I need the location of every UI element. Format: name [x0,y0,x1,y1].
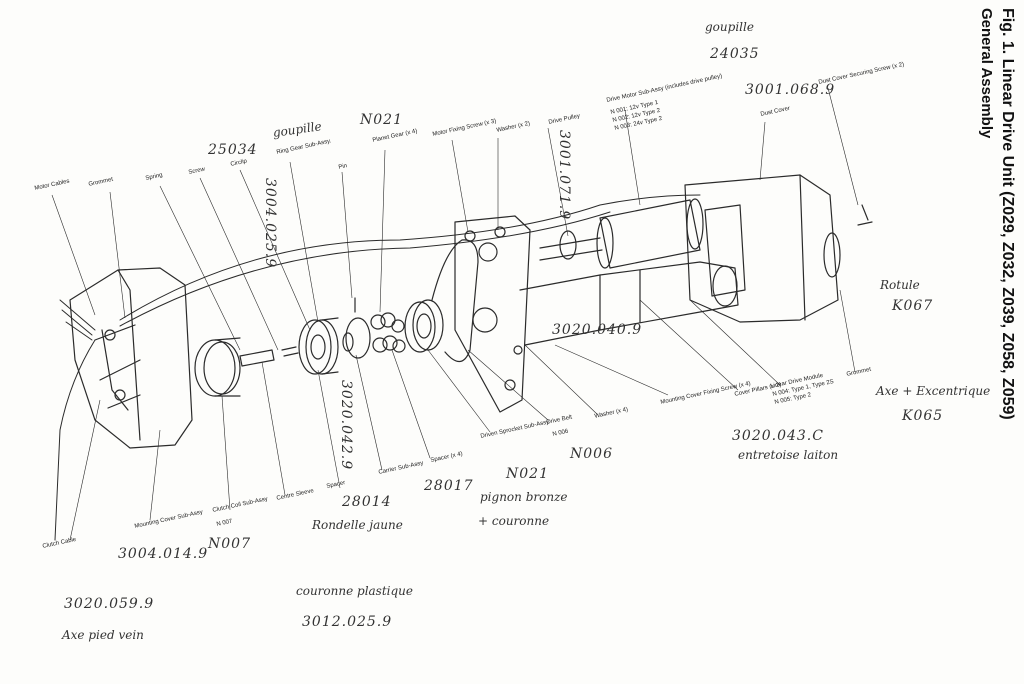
drive-belt-shape [431,239,479,363]
mounting-plate-shape [454,215,531,413]
note-axe-pied: Axe pied vein [62,628,144,642]
note-rotule: Rotule [880,278,920,292]
figure-title-block: Fig. 1. Linear Drive Unit (Z029, Z032, Z… [958,8,1016,668]
note-goupille: goupille [705,20,754,34]
note-24035: 24035 [710,46,760,62]
note-pignon: pignon bronze [480,490,568,504]
note-3001-068: 3001.068.9 [745,82,836,98]
note-3020-040: 3020.040.9 [552,322,643,338]
note-couronne: + couronne [478,514,550,528]
note-k065: K065 [902,408,944,424]
ring-gear-shape [298,317,339,375]
note-axe-excentrique: Axe + Excentrique [876,384,991,398]
note-couronne-plastique: couronne plastique [296,584,414,598]
figure-title: Fig. 1. Linear Drive Unit (Z029, Z032, Z… [999,8,1016,420]
note-n021-b: N021 [506,466,549,482]
mounting-cover-shape [69,267,193,449]
note-rondelle: Rondelle jaune [312,518,403,532]
note-3020-059: 3020.059.9 [64,596,155,612]
note-entretoise: entretoise laiton [738,448,839,462]
dust-cover-shape [684,174,841,323]
note-3004-014: 3004.014.9 [118,546,209,562]
planet-gears-shape [354,297,406,353]
cables-shape [54,194,701,541]
note-3012-025: 3012.025.9 [302,614,393,630]
driven-sprocket-shape [404,299,444,353]
note-3004-025: 3004.025.9 [262,178,278,269]
note-3020-043: 3020.043.C [732,428,824,444]
note-25034: 25034 [208,142,258,158]
note-28014: 28014 [342,494,392,510]
note-k067: K067 [892,298,934,314]
linear-drive-module-shape [519,261,739,346]
clutch-coil-shape [194,337,241,397]
leader-lines [51,87,859,541]
figure-subtitle: General Assembly [978,8,995,139]
note-n021: N021 [360,112,403,128]
note-n006: N006 [570,446,613,462]
note-n007: N007 [208,536,251,552]
note-28017: 28017 [424,478,474,494]
note-3020-042: 3020.042.9 [338,380,354,471]
note-3001-071: 3001.071.9 [556,130,572,221]
